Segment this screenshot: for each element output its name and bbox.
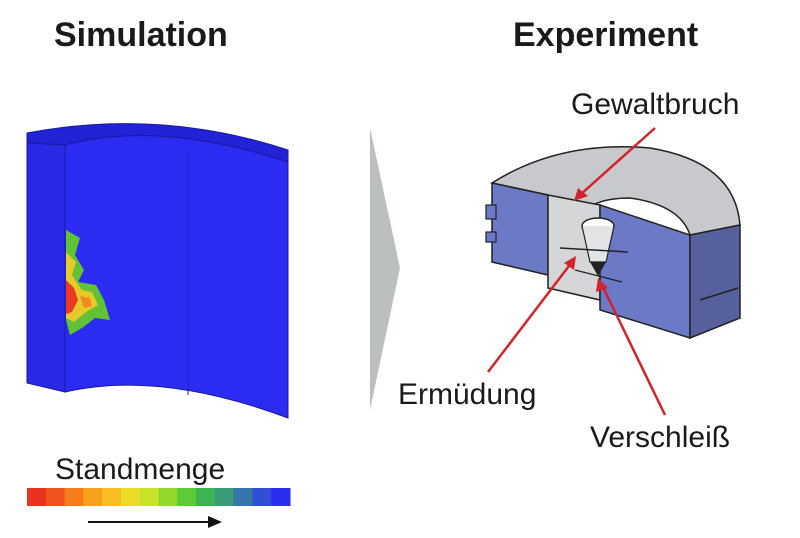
experiment-part bbox=[485, 145, 741, 340]
part-notch-lower bbox=[485, 231, 497, 243]
process-arrow bbox=[370, 128, 400, 410]
legend-swatch bbox=[158, 488, 178, 506]
legend-swatch bbox=[27, 488, 47, 506]
sim-front-face bbox=[64, 135, 289, 419]
part-left-wall bbox=[491, 182, 549, 276]
gewaltbruch-label: Gewaltbruch bbox=[571, 88, 740, 121]
gewaltbruch-pointer bbox=[579, 127, 656, 196]
legend-color-bar bbox=[27, 488, 291, 506]
ermuedung-pointer-head bbox=[564, 256, 576, 270]
annotation-arrows bbox=[487, 127, 667, 416]
legend-swatch bbox=[252, 488, 272, 506]
experiment-title: Experiment bbox=[513, 16, 699, 54]
part-outer-right bbox=[689, 224, 741, 340]
part-crack-line-2 bbox=[574, 269, 623, 283]
damage-zone-core2 bbox=[80, 296, 92, 308]
legend-swatch bbox=[214, 488, 235, 506]
legend-swatch bbox=[233, 488, 253, 506]
gewaltbruch-pointer-head bbox=[574, 188, 588, 201]
part-groove bbox=[699, 287, 739, 301]
legend-swatch bbox=[45, 488, 66, 506]
legend-swatch bbox=[64, 488, 84, 506]
legend-swatch bbox=[139, 488, 159, 506]
legend-swatch bbox=[177, 488, 197, 506]
sim-left-face bbox=[26, 142, 66, 393]
part-wear-spot bbox=[590, 262, 606, 276]
simulation-title: Simulation bbox=[54, 16, 228, 54]
legend-swatch bbox=[83, 488, 103, 506]
legend-swatch bbox=[102, 488, 122, 506]
legend-swatch bbox=[120, 488, 141, 506]
simulation-block bbox=[26, 123, 289, 419]
legend-swatch bbox=[196, 488, 216, 506]
ermuedung-label: Ermüdung bbox=[398, 378, 537, 411]
verschleiss-pointer bbox=[600, 284, 667, 416]
verschleiss-pointer-head bbox=[596, 278, 608, 292]
verschleiss-label: Verschleiß bbox=[590, 421, 731, 454]
direction-arrow-head bbox=[208, 516, 222, 528]
legend-label: Standmenge bbox=[55, 453, 226, 486]
damage-zone-core bbox=[66, 280, 78, 314]
ermuedung-pointer bbox=[487, 261, 573, 373]
part-notch-upper bbox=[485, 204, 497, 220]
legend-swatch bbox=[271, 488, 291, 506]
part-crack-line bbox=[559, 247, 629, 253]
